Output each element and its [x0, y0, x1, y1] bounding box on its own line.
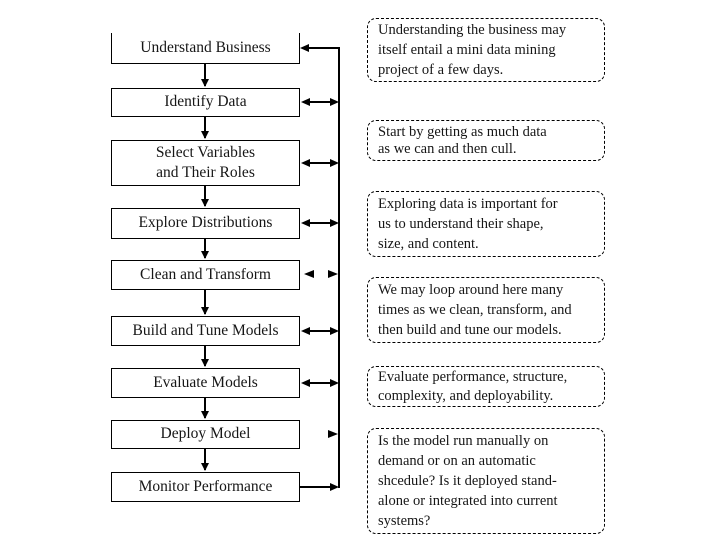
flow-step-identify-data: Identify Data [111, 88, 300, 117]
flow-step-label: Select Variables and Their Roles [155, 143, 256, 181]
note-start-getting-data: Start by getting as much data as we can … [367, 120, 605, 161]
arrow-down-icon [201, 398, 209, 419]
note-understanding-business: Understanding the business may itself en… [367, 18, 605, 82]
note-text: Exploring data is important for us to un… [378, 196, 558, 252]
arrow-down-icon [201, 64, 209, 87]
note-text: Understanding the business may itself en… [378, 22, 567, 78]
note-loop-around: We may loop around here many times as we… [367, 277, 605, 343]
arrowhead-right-clean-transform-icon [328, 270, 338, 278]
note-text: Start by getting as much data as we can … [378, 123, 547, 157]
note-evaluate-performance: Evaluate performance, structure, complex… [367, 366, 605, 407]
arrow-down-icon [201, 449, 209, 471]
note-text: Evaluate performance, structure, complex… [378, 368, 568, 404]
feedback-loop-line [338, 47, 340, 488]
note-text: We may loop around here many times as we… [378, 282, 572, 338]
arrow-down-icon [201, 239, 209, 259]
flow-step-label: Explore Distributions [138, 214, 273, 232]
arrow-down-icon [201, 346, 209, 367]
arrow-down-icon [201, 186, 209, 207]
arrow-bidirectional-evaluate-models-icon [301, 379, 339, 387]
flow-step-explore-distributions: Explore Distributions [111, 208, 300, 239]
flow-step-select-variables: Select Variables and Their Roles [111, 140, 300, 186]
flow-step-build-and-tune-models: Build and Tune Models [111, 316, 300, 346]
flow-step-deploy-model: Deploy Model [111, 420, 300, 449]
arrow-bidirectional-explore-distributions-icon [301, 219, 339, 227]
note-deployment-schedule: Is the model run manually on demand or o… [367, 428, 605, 534]
flow-step-label: Understand Business [140, 38, 271, 56]
flow-step-label: Evaluate Models [153, 373, 258, 391]
flow-step-clean-and-transform: Clean and Transform [111, 260, 300, 290]
arrowhead-left-clean-transform-icon [304, 270, 314, 278]
flow-step-label: Build and Tune Models [132, 321, 279, 339]
note-exploring-data: Exploring data is important for us to un… [367, 191, 605, 257]
arrow-down-icon [201, 117, 209, 139]
arrow-bidirectional-select-variables-icon [301, 159, 339, 167]
flow-step-label: Clean and Transform [140, 265, 271, 283]
flow-step-label: Monitor Performance [138, 477, 273, 495]
arrow-bidirectional-build-tune-icon [301, 327, 339, 335]
flow-step-monitor-performance: Monitor Performance [111, 472, 300, 502]
arrow-down-icon [201, 290, 209, 315]
note-text: Is the model run manually on demand or o… [378, 433, 558, 529]
flow-step-label: Identify Data [164, 93, 247, 111]
arrowhead-right-deploy-model-icon [328, 430, 338, 438]
flow-step-understand-business: Understand Business [111, 33, 300, 64]
flow-step-evaluate-models: Evaluate Models [111, 368, 300, 398]
flow-step-label: Deploy Model [160, 425, 251, 443]
arrow-right-monitor-performance-icon [300, 483, 339, 491]
arrow-bidirectional-identify-data-icon [301, 98, 339, 106]
arrow-left-into-understand-business-icon [300, 44, 339, 52]
